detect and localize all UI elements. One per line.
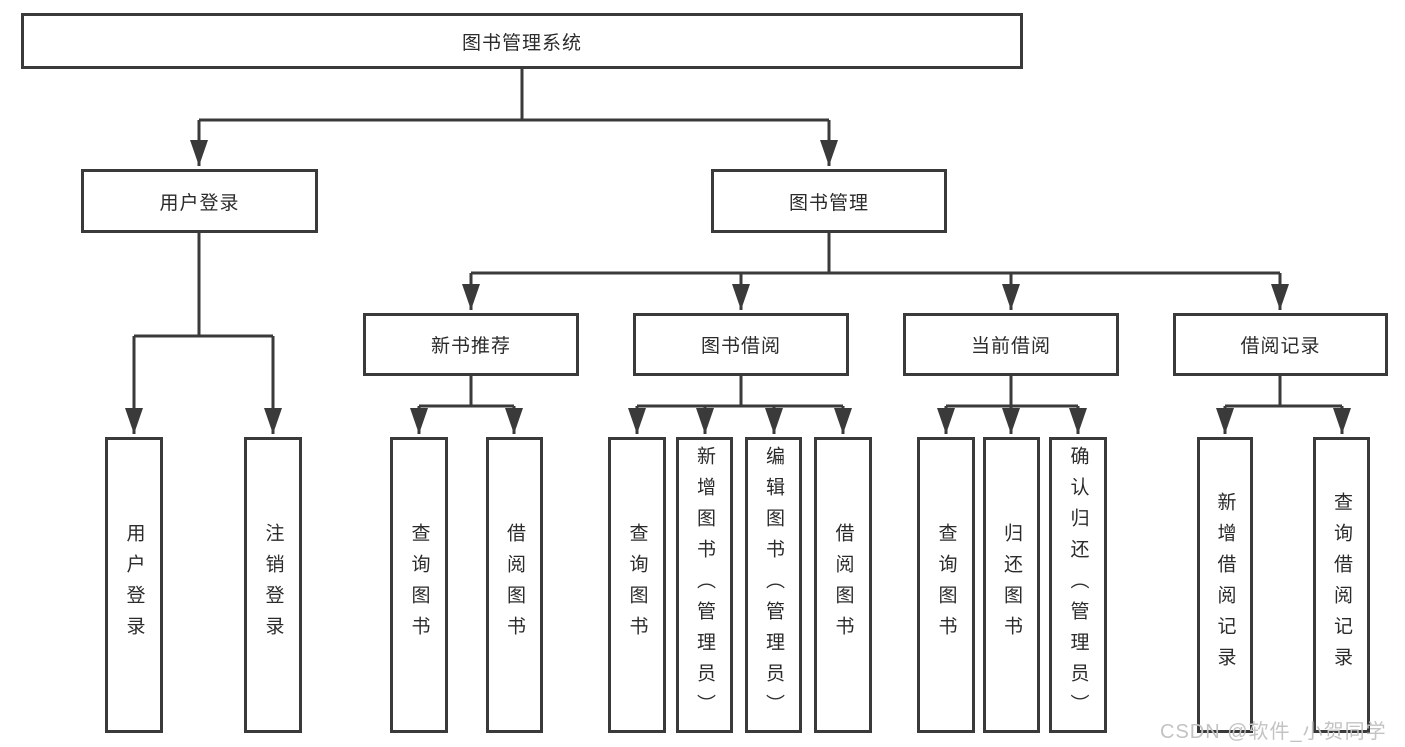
- node-user-login-label: 用户登录: [159, 192, 240, 214]
- node-book-borrowing: 图书借阅: [633, 313, 849, 376]
- leaf-query-books-borrow-label: 查询图书: [626, 523, 648, 647]
- node-current-borrowing-label: 当前借阅: [970, 336, 1051, 357]
- node-book-borrowing-label: 图书借阅: [700, 336, 781, 357]
- leaf-borrow-books-recommend: 借阅图书: [486, 437, 543, 733]
- leaf-confirm-return-admin-label: 确认归还（管理员）: [1067, 445, 1089, 725]
- node-new-book-recommend: 新书推荐: [363, 313, 579, 376]
- leaf-edit-book-admin: 编辑图书（管理员）: [745, 437, 802, 733]
- leaf-user-login-label: 用户登录: [123, 523, 145, 647]
- leaf-borrow-books-recommend-label: 借阅图书: [504, 523, 525, 647]
- leaf-add-book-admin: 新增图书（管理员）: [676, 437, 733, 733]
- leaf-query-books-current-label: 查询图书: [935, 523, 957, 647]
- leaf-borrow-books: 借阅图书: [814, 437, 872, 733]
- leaf-logout: 注销登录: [244, 437, 302, 733]
- node-new-book-recommend-label: 新书推荐: [430, 336, 511, 357]
- leaf-return-books: 归还图书: [983, 437, 1040, 733]
- csdn-watermark: CSDN @软件_小贺同学: [1160, 721, 1387, 743]
- node-current-borrowing: 当前借阅: [903, 313, 1119, 376]
- leaf-query-borrow-record-label: 查询借阅记录: [1331, 492, 1352, 678]
- leaf-query-books-borrow: 查询图书: [608, 437, 666, 733]
- leaf-add-book-admin-label: 新增图书（管理员）: [694, 445, 715, 725]
- leaf-confirm-return-admin: 确认归还（管理员）: [1049, 437, 1107, 733]
- node-borrowing-records: 借阅记录: [1173, 313, 1388, 376]
- leaf-logout-label: 注销登录: [262, 523, 284, 647]
- leaf-return-books-label: 归还图书: [1001, 523, 1022, 647]
- leaf-borrow-books-label: 借阅图书: [832, 523, 854, 647]
- leaf-query-borrow-record: 查询借阅记录: [1313, 437, 1370, 733]
- node-borrowing-records-label: 借阅记录: [1240, 336, 1321, 357]
- node-book-management: 图书管理: [711, 169, 947, 233]
- node-root-system-label: 图书管理系统: [461, 32, 582, 54]
- node-root-system: 图书管理系统: [21, 13, 1023, 69]
- leaf-edit-book-admin-label: 编辑图书（管理员）: [763, 445, 784, 725]
- leaf-add-borrow-record-label: 新增借阅记录: [1214, 492, 1236, 678]
- leaf-query-books-current: 查询图书: [917, 437, 975, 733]
- leaf-user-login: 用户登录: [105, 437, 163, 733]
- leaf-add-borrow-record: 新增借阅记录: [1197, 437, 1253, 733]
- node-user-login: 用户登录: [81, 169, 318, 233]
- leaf-query-books-recommend-label: 查询图书: [408, 523, 430, 647]
- leaf-query-books-recommend: 查询图书: [390, 437, 448, 733]
- node-book-management-label: 图书管理: [788, 192, 869, 214]
